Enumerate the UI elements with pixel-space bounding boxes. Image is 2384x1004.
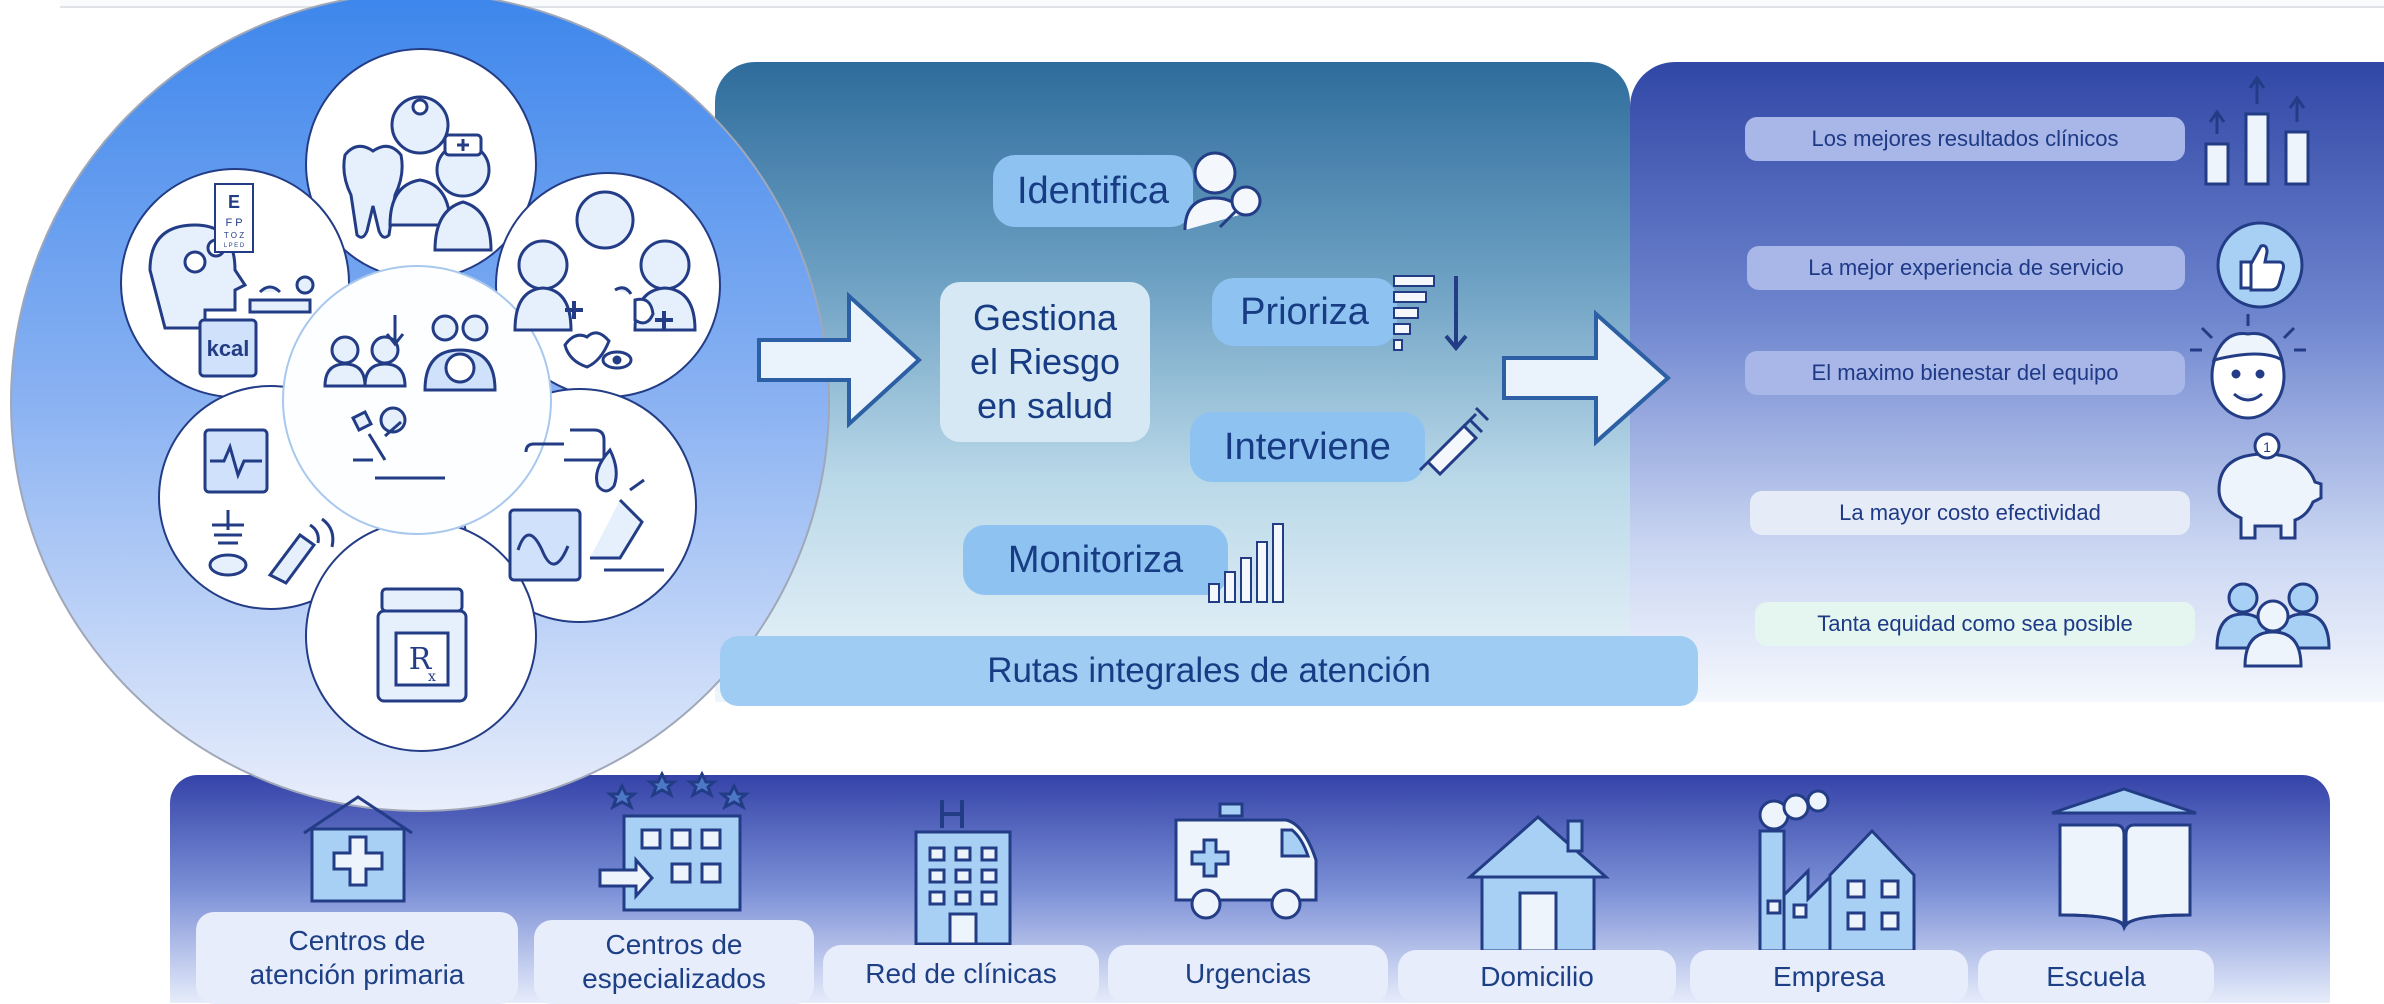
location-empresa: Empresa	[1690, 950, 1968, 1003]
outcome-1: Los mejores resultados clínicos	[1745, 117, 2185, 161]
kcal-label: kcal	[207, 336, 250, 361]
loc6-label: Empresa	[1772, 960, 1886, 992]
gestiona-line1: Gestiona	[972, 297, 1118, 338]
school-book-icon	[2051, 787, 2197, 932]
group-icon	[2215, 582, 2331, 668]
eye-chart-e: E	[228, 192, 240, 212]
dentist-nurse-icon	[342, 95, 493, 252]
step-monitoriza-label: Monitoriza	[1007, 538, 1184, 581]
location-urgencias: Urgencias	[1108, 945, 1388, 1003]
eye-chart-line3: T O Z	[224, 231, 244, 240]
factory-icon	[1758, 789, 1916, 953]
loc1-line1: Centros de	[288, 925, 426, 956]
step-prioriza-label: Prioriza	[1240, 290, 1369, 333]
step-identifica-label: Identifica	[1016, 169, 1170, 212]
laboratory-icon	[508, 428, 664, 582]
specialized-center-icon	[598, 770, 751, 912]
prescription-bottle-icon: R x	[376, 587, 468, 703]
arrow-to-management-icon	[757, 291, 922, 429]
arrow-to-outcomes-icon	[1502, 309, 1672, 447]
rutas-label: Rutas integrales de atención	[987, 651, 1431, 690]
location-especializados: Centros de especializados	[534, 920, 814, 1004]
step-interviene-label: Interviene	[1224, 425, 1391, 468]
outcome-3-label: El maximo bienestar del equipo	[1811, 360, 2119, 385]
loc7-label: Escuela	[2046, 960, 2146, 992]
coin-label: 1	[2263, 439, 2271, 455]
loc1-line2: atención primaria	[249, 959, 465, 990]
outcome-5-label: Tanta equidad como sea posible	[1817, 611, 2133, 636]
eye-chart-line4: L P E D	[224, 243, 245, 249]
rx-label: R	[409, 642, 433, 677]
ambulance-icon	[1174, 802, 1318, 920]
gestiona-line3: en salud	[976, 385, 1114, 426]
outcome-2: La mejor experiencia de servicio	[1747, 246, 2185, 290]
loc2-line1: Centros de	[605, 929, 743, 960]
piggy-bank-icon: 1	[2217, 432, 2323, 540]
clinic-cross-icon	[303, 795, 413, 903]
outcome-4: La mayor costo efectividad	[1750, 491, 2190, 535]
outcome-5: Tanta equidad como sea posible	[1755, 602, 2195, 646]
house-icon	[1466, 814, 1610, 953]
center-patients	[282, 265, 552, 535]
eye-chart-line2: F P	[225, 217, 242, 229]
prioritize-list-icon	[1393, 275, 1468, 352]
mental-health-vision-icon: E F P T O Z L P E D kcal	[148, 183, 315, 378]
hospital-icon	[914, 800, 1012, 946]
location-atencion-primaria: Centros de atención primaria	[196, 912, 518, 1004]
outcome-3: El maximo bienestar del equipo	[1745, 351, 2185, 395]
outcome-4-label: La mayor costo efectividad	[1839, 500, 2101, 525]
outcome-2-label: La mejor experiencia de servicio	[1808, 255, 2124, 280]
diagnostics-icon	[203, 428, 335, 585]
step-prioriza: Prioriza	[1212, 278, 1397, 346]
step-interviene: Interviene	[1190, 412, 1425, 482]
outcome-1-label: Los mejores resultados clínicos	[1811, 126, 2119, 151]
location-domicilio: Domicilio	[1398, 950, 1676, 1003]
loc3-label: Red de clínicas	[865, 958, 1057, 989]
loc5-label: Domicilio	[1480, 960, 1594, 992]
rx-sub: x	[428, 669, 436, 685]
syringe-icon	[1418, 406, 1490, 477]
signal-bars-icon	[1208, 523, 1284, 603]
identify-person-icon	[1183, 151, 1262, 231]
step-monitoriza: Monitoriza	[963, 525, 1228, 595]
patients-group-icon	[323, 314, 497, 480]
rutas-integrales-bar: Rutas integrales de atención	[720, 636, 1698, 706]
location-escuela: Escuela	[1978, 950, 2214, 1003]
step-identifica: Identifica	[993, 155, 1193, 227]
bar-chart-up-icon	[2204, 75, 2310, 186]
step-gestiona-riesgo: Gestiona el Riesgo en salud	[940, 282, 1150, 442]
location-red-clinicas: Red de clínicas	[823, 945, 1099, 1003]
loc2-line2: especializados	[582, 963, 766, 994]
care-team-icon	[513, 190, 697, 370]
happy-face-icon	[2190, 314, 2306, 420]
loc4-label: Urgencias	[1184, 958, 1312, 989]
top-border	[60, 0, 2384, 8]
gestiona-line2: el Riesgo	[969, 341, 1121, 382]
thumbs-up-icon	[2216, 221, 2304, 309]
